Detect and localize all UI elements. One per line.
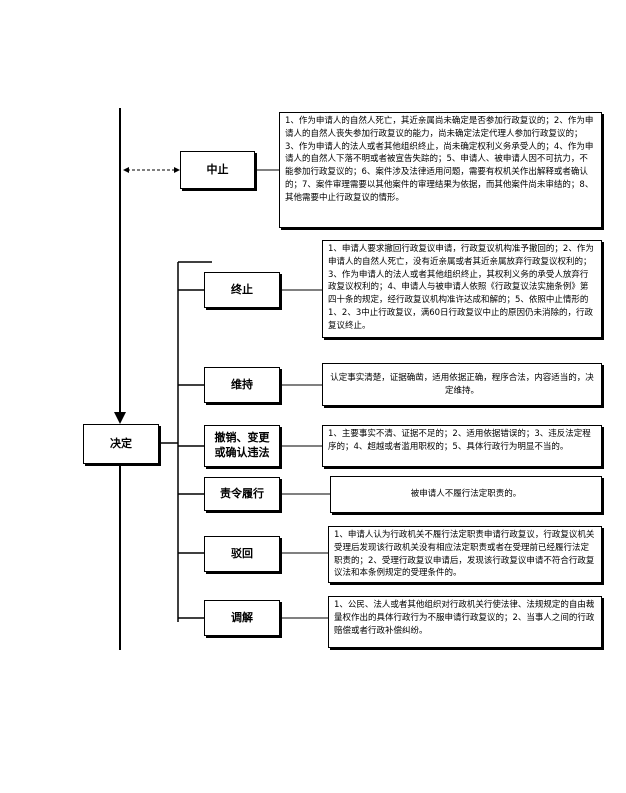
decision-node-label: 决定 <box>110 436 132 450</box>
suspend-node-label: 中止 <box>206 162 229 176</box>
outcome-uphold: 维持 <box>204 367 280 403</box>
outcome-terminate-label: 终止 <box>231 282 253 296</box>
outcome-uphold-description-text: 认定事实清楚，证据确凿，适用依据正确，程序合法，内容适当的，决定维持。 <box>330 372 594 396</box>
outcome-mediate-description: 1、公民、法人或者其他组织对行政机关行使法律、法规规定的自由裁量权作出的具体行政… <box>328 596 602 648</box>
outcome-order-perform: 责令履行 <box>204 477 280 511</box>
outcome-order-perform-label: 责令履行 <box>220 486 264 500</box>
outcome-mediate: 调解 <box>204 600 280 636</box>
outcome-order-perform-description: 被申请人不履行法定职责的。 <box>330 476 602 513</box>
outcome-uphold-label: 维持 <box>231 377 253 391</box>
outcome-reject: 驳回 <box>204 536 280 572</box>
outcome-revoke: 撤销、变更或确认违法 <box>204 425 280 467</box>
main-flow-arrowhead <box>114 412 126 424</box>
suspend-description-text: 1、作为申请人的自然人死亡，其近亲属尚未确定是否参加行政复议的；2、作为申请人的… <box>285 116 594 203</box>
outcome-revoke-description-text: 1、主要事实不清、证据不足的；2、适用依据错误的；3、违反法定程序的；4、超越或… <box>328 429 591 452</box>
suspend-node: 中止 <box>180 151 255 189</box>
decision-node: 决定 <box>83 424 159 464</box>
outcome-revoke-label: 撤销、变更或确认违法 <box>214 431 270 459</box>
outcome-reject-description: 1、申请人认为行政机关不履行法定职责申请行政复议，行政复议机关受理后发现该行政机… <box>328 526 602 583</box>
outcome-revoke-description: 1、主要事实不清、证据不足的；2、适用依据错误的；3、违反法定程序的；4、超越或… <box>322 425 602 467</box>
suspend-description: 1、作为申请人的自然人死亡，其近亲属尚未确定是否参加行政复议的；2、作为申请人的… <box>279 112 602 228</box>
outcome-mediate-label: 调解 <box>231 610 253 624</box>
outcome-uphold-description: 认定事实清楚，证据确凿，适用依据正确，程序合法，内容适当的，决定维持。 <box>322 363 602 406</box>
outcome-reject-description-text: 1、申请人认为行政机关不履行法定职责申请行政复议，行政复议机关受理后发现该行政机… <box>334 530 595 579</box>
outcome-order-perform-description-text: 被申请人不履行法定职责的。 <box>410 489 522 500</box>
suspend-left-arrowhead <box>123 167 129 173</box>
outcome-mediate-description-text: 1、公民、法人或者其他组织对行政机关行使法律、法规规定的自由裁量权作出的具体行政… <box>334 600 595 636</box>
outcome-reject-label: 驳回 <box>231 546 253 560</box>
outcome-terminate: 终止 <box>204 272 280 308</box>
suspend-right-arrowhead <box>174 167 180 173</box>
outcome-terminate-description: 1、申请人要求撤回行政复议申请，行政复议机构准予撤回的；2、作为申请人的自然人死… <box>322 240 602 338</box>
outcome-terminate-description-text: 1、申请人要求撤回行政复议申请，行政复议机构准予撤回的；2、作为申请人的自然人死… <box>328 244 594 331</box>
